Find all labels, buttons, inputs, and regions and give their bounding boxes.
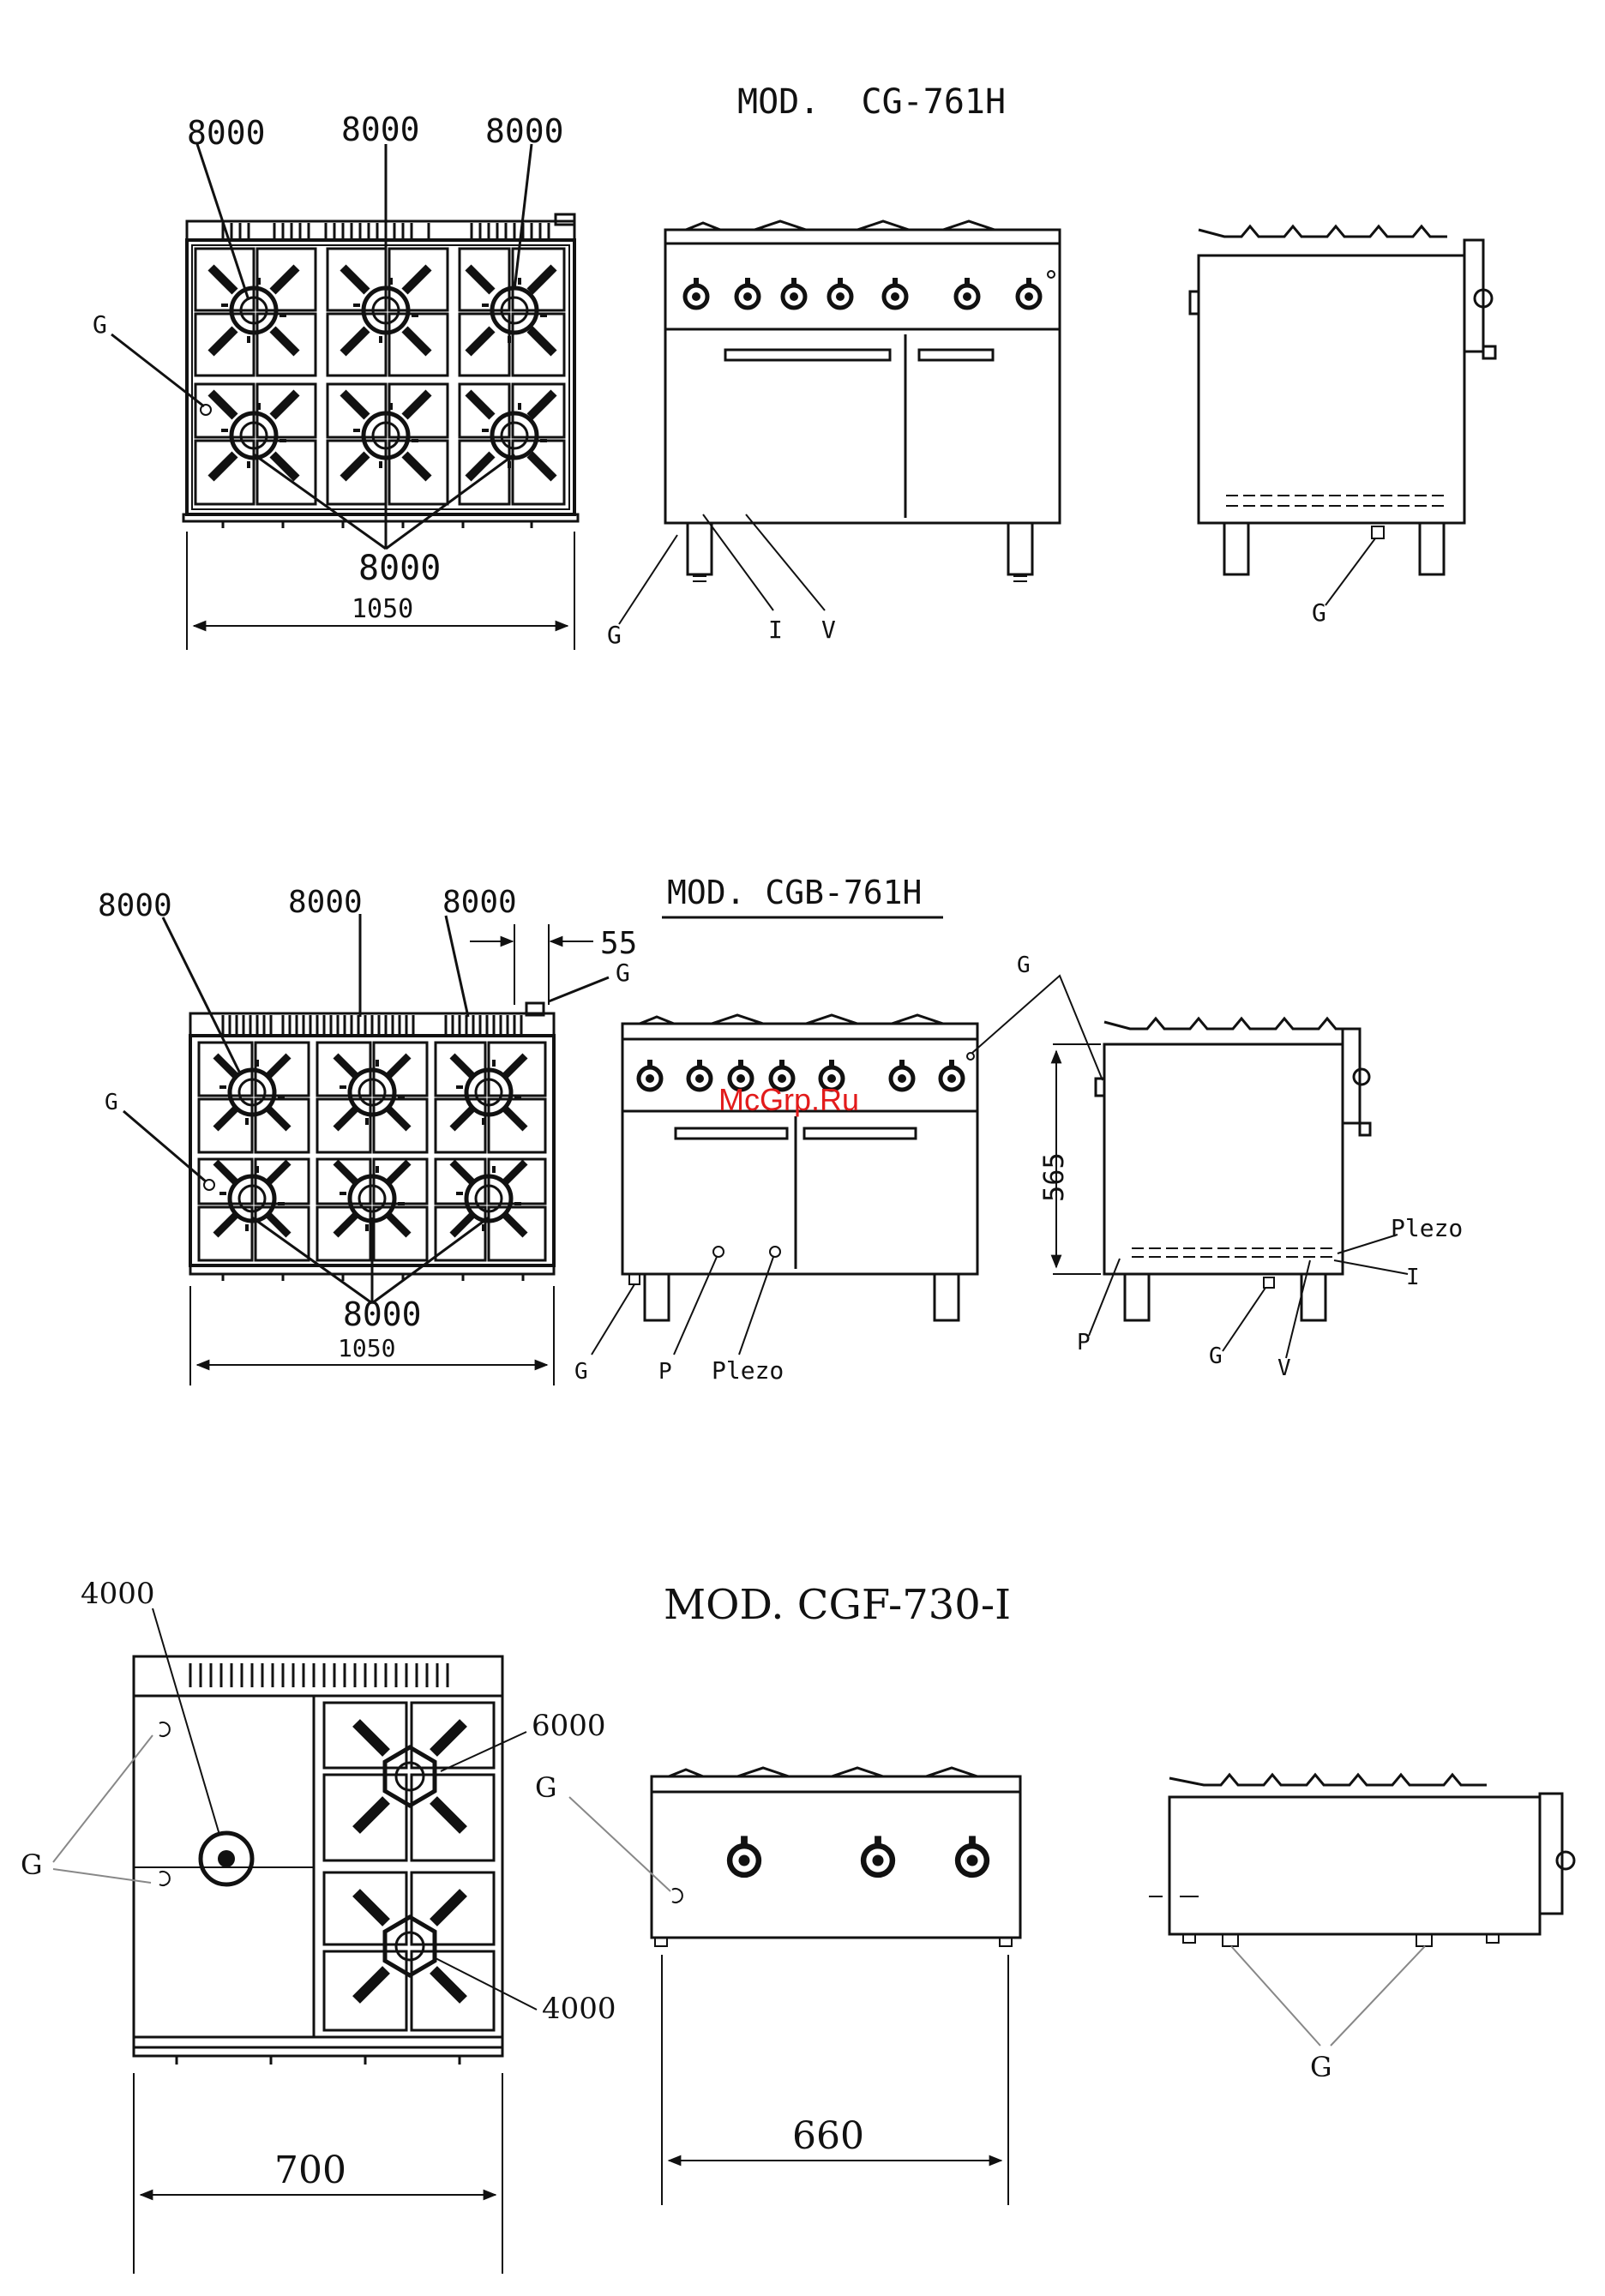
burner-rating: 8000 <box>343 1295 422 1333</box>
burner-rating: 8000 <box>98 888 172 923</box>
label-i: I <box>768 616 783 644</box>
width-dimension: 1050 <box>338 1334 395 1362</box>
gas-label: G <box>105 1090 118 1115</box>
section-cgb-761h: MOD. CGB-761H <box>98 874 1463 1385</box>
gas-label: G <box>21 1848 43 1881</box>
burner-rating: 8000 <box>341 111 420 148</box>
label-p: P <box>1077 1330 1091 1355</box>
gas-label: G <box>1310 2051 1332 2083</box>
side-view: 565 Plezo I P G V <box>1037 1019 1463 1381</box>
label-v: V <box>821 616 836 644</box>
front-view: G P Plezo G <box>574 953 1103 1385</box>
top-view: 8000 8000 8000 G 8000 55 G 1050 <box>98 885 637 1385</box>
width-dimension: 1050 <box>352 594 413 624</box>
gas-label: G <box>93 310 107 339</box>
label-v: V <box>1277 1355 1291 1381</box>
watermark: McGrp.Ru <box>718 1082 859 1118</box>
label-piezo: Plezo <box>1391 1214 1463 1242</box>
burner-rating: 4000 <box>542 1992 616 2026</box>
gas-label: G <box>535 1771 557 1804</box>
gas-label: G <box>1017 953 1031 978</box>
burner-rating: 8000 <box>288 885 363 920</box>
section-cg-761h: MOD. CG-761H <box>93 82 1495 650</box>
top-view: 8000 8000 8000 G 8000 1050 <box>93 111 578 650</box>
label-piezo: Plezo <box>712 1356 784 1385</box>
model-title: MOD. CGF-730-I <box>664 1581 1011 1629</box>
front-view: G 660 <box>535 1768 1020 2205</box>
offset-dimension: 55 <box>600 926 637 961</box>
burner-rating: 4000 <box>81 1577 155 1611</box>
burner-rating: 6000 <box>532 1709 606 1743</box>
side-view: G <box>1149 1775 1574 2083</box>
label-p: P <box>658 1359 672 1385</box>
top-view: 4000 6000 4000 G 700 <box>21 1577 616 2274</box>
model-title: MOD. CGB-761H <box>667 874 922 911</box>
gas-label: G <box>1209 1343 1223 1369</box>
gas-label: G <box>616 959 630 987</box>
width-dimension: 700 <box>274 2149 346 2192</box>
burner-rating: 8000 <box>187 114 266 152</box>
burner-rating: 8000 <box>358 549 441 588</box>
side-view: G <box>1190 226 1495 627</box>
section-cgf-730-i: MOD. CGF-730-I <box>21 1577 1574 2274</box>
front-view: G I V <box>607 221 1060 649</box>
model-title: MOD. CG-761H <box>737 82 1006 122</box>
gas-label: G <box>574 1359 588 1385</box>
label-i: I <box>1406 1265 1420 1290</box>
burner-rating: 8000 <box>485 112 564 150</box>
gas-label: G <box>607 621 622 649</box>
height-dimension: 565 <box>1037 1152 1070 1202</box>
gas-label: G <box>1312 598 1326 627</box>
burner-rating: 8000 <box>442 885 517 920</box>
width-dimension: 660 <box>792 2114 864 2158</box>
